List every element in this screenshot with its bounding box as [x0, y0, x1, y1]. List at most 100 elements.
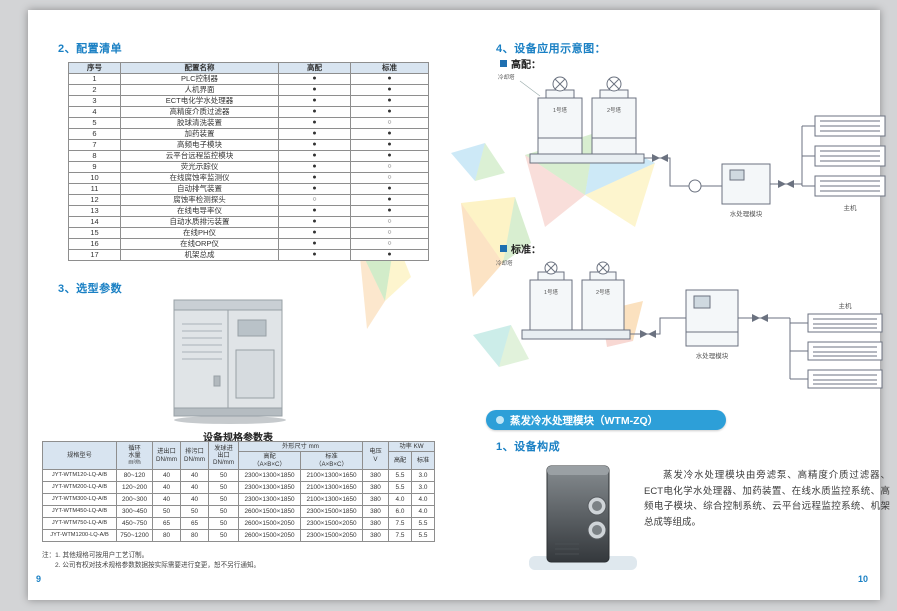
config-row-number: 12: [68, 194, 121, 206]
spec-header-dims-std: 标准 （A×B×C）: [300, 451, 363, 471]
square-bullet-icon: [500, 245, 507, 252]
spec-flow: 300~450: [116, 505, 153, 519]
config-row-number: 17: [68, 249, 121, 261]
config-std-marker: ●: [350, 183, 429, 195]
treatment-module-label: 水处理模块: [696, 351, 729, 360]
spec-voltage: 380: [362, 505, 389, 519]
config-std-marker: ○: [350, 227, 429, 239]
config-high-marker: ●: [278, 216, 351, 228]
standard-config-label: 标准：: [500, 241, 541, 256]
spec-dims-std: 2100×1300×1650: [300, 469, 363, 483]
spec-model: JYT-WTM120-LQ-A/B: [42, 469, 117, 483]
module-banner: 蒸发冷水处理模块（WTM-ZQ）: [486, 410, 726, 430]
module-banner-text: 蒸发冷水处理模块（WTM-ZQ）: [510, 414, 659, 427]
vent-lines: [555, 543, 579, 555]
config-high-marker: ●: [278, 183, 351, 195]
treatment-module: [685, 289, 739, 347]
config-std-marker: ●: [350, 106, 429, 118]
config-std-marker: ●: [350, 205, 429, 217]
spec-ball-dn: 50: [208, 493, 239, 507]
spec-dims-std: 2300×1500×1850: [300, 505, 363, 519]
spec-inlet-dn: 40: [152, 469, 181, 483]
spec-power-high: 7.5: [388, 529, 412, 543]
config-std-marker: ●: [350, 194, 429, 206]
spec-power-high: 5.5: [388, 469, 412, 483]
square-bullet-icon: [500, 60, 507, 67]
config-row-number: 4: [68, 106, 121, 118]
section-title-config-list: 2、配置清单: [58, 43, 123, 55]
tower-area-label: 冷却塔: [498, 73, 515, 81]
module-product-image: [529, 465, 637, 570]
cooling-tower-2: [581, 261, 625, 331]
spec-header-drain: 排污口 DN/mm: [180, 440, 209, 471]
spec-inlet-dn: 40: [152, 493, 181, 507]
spec-voltage: 380: [362, 517, 389, 531]
config-header-std: 标准: [350, 62, 429, 74]
tower2-label: 2号塔: [607, 106, 622, 114]
spec-voltage: 380: [362, 469, 389, 483]
equipment-cabinet-image: [173, 299, 286, 424]
spec-header-voltage: 电压 V: [362, 440, 389, 471]
spec-power-high: 4.0: [388, 493, 412, 507]
config-row-number: 15: [68, 227, 121, 239]
spec-drain-dn: 80: [180, 529, 209, 543]
spec-drain-dn: 50: [180, 505, 209, 519]
config-row-number: 5: [68, 117, 121, 129]
chiller-units: [807, 313, 883, 389]
spec-dims-high: 2300×1300×1850: [238, 469, 301, 483]
spec-header-row-1: 规格型号 循环 水量 m³/h 进出口 DN/mm 排污口 DN/mm 发球进 …: [42, 440, 435, 471]
config-high-marker: ●: [278, 227, 351, 239]
tower2-label: 2号塔: [596, 288, 611, 296]
config-item-name: 自动水质排污装置: [120, 216, 279, 228]
spec-drain-dn: 40: [180, 493, 209, 507]
spec-header-dims-high: 高配 （A×B×C）: [238, 451, 301, 471]
config-row-number: 11: [68, 183, 121, 195]
config-high-marker: ●: [278, 139, 351, 151]
spec-power-std: 5.5: [411, 529, 435, 543]
spec-header-dims: 外形尺寸 mm: [238, 440, 363, 453]
spec-inlet-dn: 40: [152, 481, 181, 495]
spec-drain-dn: 40: [180, 481, 209, 495]
spec-power-std: 3.0: [411, 481, 435, 495]
spec-ball-dn: 50: [208, 517, 239, 531]
spec-model: JYT-WTM300-LQ-A/B: [42, 493, 117, 507]
spec-dims-high: 2300×1300×1850: [238, 481, 301, 495]
spec-inlet-dn: 50: [152, 505, 181, 519]
config-item-name: 自动排气装置: [120, 183, 279, 195]
spec-dims-high: 2600×1500×1850: [238, 505, 301, 519]
config-high-marker: ●: [278, 172, 351, 184]
config-item-name: 在线电导率仪: [120, 205, 279, 217]
chiller-label: 主机: [839, 301, 853, 310]
config-row-number: 3: [68, 95, 121, 107]
config-high-marker: ●: [278, 73, 351, 85]
config-item-name: 云平台远程监控模块: [120, 150, 279, 162]
spec-dims-std: 2300×1500×2050: [300, 529, 363, 543]
cabinet-base: [173, 407, 283, 417]
side-panel: [235, 349, 275, 399]
valve-icon: [640, 314, 768, 338]
spec-header-power-high: 高配: [388, 451, 412, 471]
config-item-name: 在线腐蚀率监测仪: [120, 172, 279, 184]
spec-flow: 120~200: [116, 481, 153, 495]
spec-model: JYT-WTM750-LQ-A/B: [42, 517, 117, 531]
config-row-number: 13: [68, 205, 121, 217]
spec-header-inlet: 进出口 DN/mm: [152, 440, 181, 471]
config-high-marker: ○: [278, 194, 351, 206]
config-item-name: 加药装置: [120, 128, 279, 140]
config-row-number: 2: [68, 84, 121, 96]
page-number-left: 9: [36, 574, 42, 584]
high-config-label-text: 高配：: [511, 60, 541, 71]
spec-voltage: 380: [362, 481, 389, 495]
